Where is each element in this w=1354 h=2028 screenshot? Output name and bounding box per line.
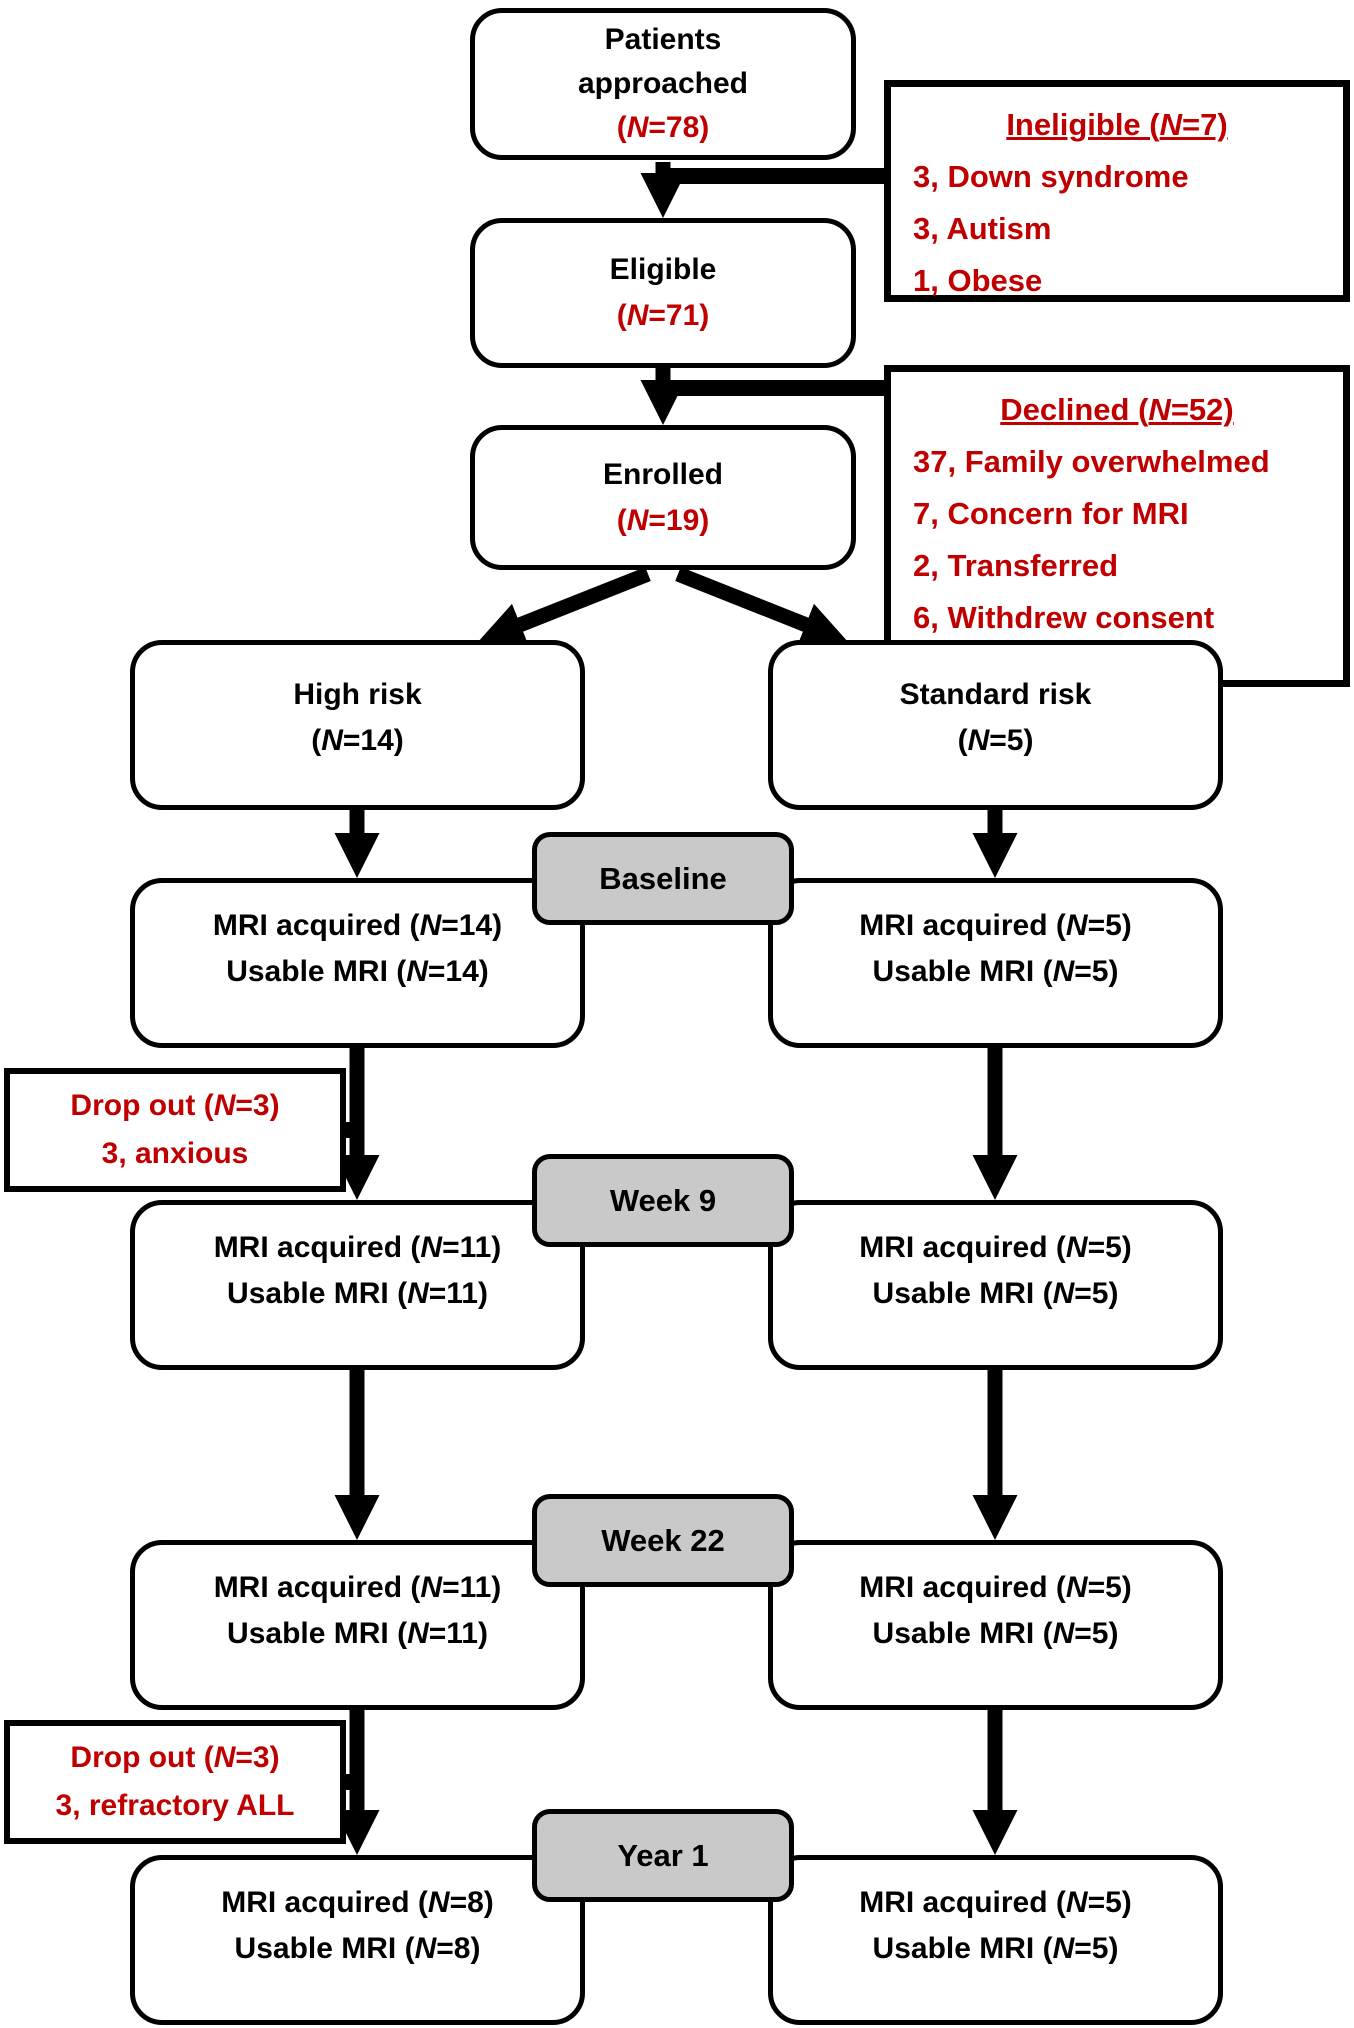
dropout-line1: Drop out (N=3) <box>70 1089 280 1122</box>
ineligible-item: 1, Obese <box>913 263 1043 298</box>
declined-item: 7, Concern for MRI <box>913 496 1189 531</box>
enrolled-box: Enrolled (N=19) <box>470 425 856 570</box>
ineligible-item: 3, Autism <box>913 211 1052 246</box>
stage-label-baseline: Baseline <box>532 832 794 925</box>
declined-title: Declined (N=52) <box>1000 392 1234 427</box>
mri-acquired-line: MRI acquired (N=5) <box>859 1231 1132 1264</box>
usable-mri-line: Usable MRI (N=5) <box>872 955 1119 988</box>
dropout-line2: 3, refractory ALL <box>55 1789 295 1822</box>
dropout-line1: Drop out (N=3) <box>70 1741 280 1774</box>
week9-high-risk-mri-box: MRI acquired (N=11) Usable MRI (N=11) <box>130 1200 585 1370</box>
declined-box: Declined (N=52) 37, Family overwhelmed 7… <box>884 365 1350 687</box>
enrolled-line1: Enrolled <box>602 457 723 491</box>
patients-line2: approached <box>577 67 749 100</box>
usable-mri-line: Usable MRI (N=5) <box>872 1277 1119 1310</box>
baseline-high-risk-mri-box: MRI acquired (N=14) Usable MRI (N=14) <box>130 878 585 1048</box>
week22-standard-risk-mri-box: MRI acquired (N=5) Usable MRI (N=5) <box>768 1540 1223 1710</box>
mri-acquired-line: MRI acquired (N=5) <box>859 1571 1132 1604</box>
mri-acquired-line: MRI acquired (N=14) <box>212 909 503 942</box>
usable-mri-line: Usable MRI (N=11) <box>227 1617 488 1650</box>
usable-mri-line: Usable MRI (N=5) <box>872 1617 1119 1650</box>
ineligible-item: 3, Down syndrome <box>913 159 1189 194</box>
dropout-box-2: Drop out (N=3) 3, refractory ALL <box>4 1720 346 1844</box>
dropout-box-1: Drop out (N=3) 3, anxious <box>4 1068 346 1192</box>
patients-approached-box: Patients approached (N=78) <box>470 8 856 160</box>
stage-label-year1: Year 1 <box>532 1809 794 1902</box>
baseline-standard-risk-mri-box: MRI acquired (N=5) Usable MRI (N=5) <box>768 878 1223 1048</box>
mri-acquired-line: MRI acquired (N=11) <box>213 1231 502 1264</box>
declined-item: 6, Withdrew consent <box>913 600 1215 635</box>
mri-acquired-line: MRI acquired (N=11) <box>213 1571 502 1604</box>
year1-high-risk-mri-box: MRI acquired (N=8) Usable MRI (N=8) <box>130 1855 585 2025</box>
dropout-line2: 3, anxious <box>101 1137 249 1170</box>
high-risk-line1: High risk <box>293 678 422 711</box>
eligible-box: Eligible (N=71) <box>470 218 856 368</box>
declined-item: 37, Family overwhelmed <box>913 444 1270 479</box>
usable-mri-line: Usable MRI (N=8) <box>234 1932 481 1965</box>
mri-acquired-line: MRI acquired (N=8) <box>221 1886 494 1919</box>
mri-acquired-line: MRI acquired (N=5) <box>859 909 1132 942</box>
patients-n: (N=78) <box>616 111 710 144</box>
week22-high-risk-mri-box: MRI acquired (N=11) Usable MRI (N=11) <box>130 1540 585 1710</box>
standard-risk-n: (N=5) <box>957 724 1034 757</box>
stage-label-text: Year 1 <box>617 1837 709 1873</box>
enrolled-n: (N=19) <box>616 503 710 537</box>
usable-mri-line: Usable MRI (N=11) <box>227 1277 488 1310</box>
ineligible-box: Ineligible (N=7) 3, Down syndrome 3, Aut… <box>884 80 1350 302</box>
week9-standard-risk-mri-box: MRI acquired (N=5) Usable MRI (N=5) <box>768 1200 1223 1370</box>
usable-mri-line: Usable MRI (N=5) <box>872 1932 1119 1965</box>
mri-acquired-line: MRI acquired (N=5) <box>859 1886 1132 1919</box>
arrow-enrolled-to-standard-risk <box>675 567 848 646</box>
year1-standard-risk-mri-box: MRI acquired (N=5) Usable MRI (N=5) <box>768 1855 1223 2025</box>
stage-label-text: Week 9 <box>609 1182 717 1218</box>
usable-mri-line: Usable MRI (N=14) <box>226 955 489 988</box>
declined-item: 2, Transferred <box>913 548 1119 583</box>
high-risk-n: (N=14) <box>311 724 404 757</box>
patients-line1: Patients <box>604 23 722 56</box>
arrow-enrolled-to-high-risk <box>478 567 651 646</box>
stage-label-week22: Week 22 <box>532 1494 794 1587</box>
stage-label-text: Week 22 <box>601 1522 725 1558</box>
standard-risk-line1: Standard risk <box>899 678 1092 711</box>
high-risk-box: High risk (N=14) <box>130 640 585 810</box>
ineligible-title: Ineligible (N=7) <box>1006 107 1228 142</box>
eligible-line1: Eligible <box>609 253 717 286</box>
standard-risk-box: Standard risk (N=5) <box>768 640 1223 810</box>
stage-label-week9: Week 9 <box>532 1154 794 1247</box>
stage-label-text: Baseline <box>599 860 727 896</box>
eligible-n: (N=71) <box>616 299 710 332</box>
